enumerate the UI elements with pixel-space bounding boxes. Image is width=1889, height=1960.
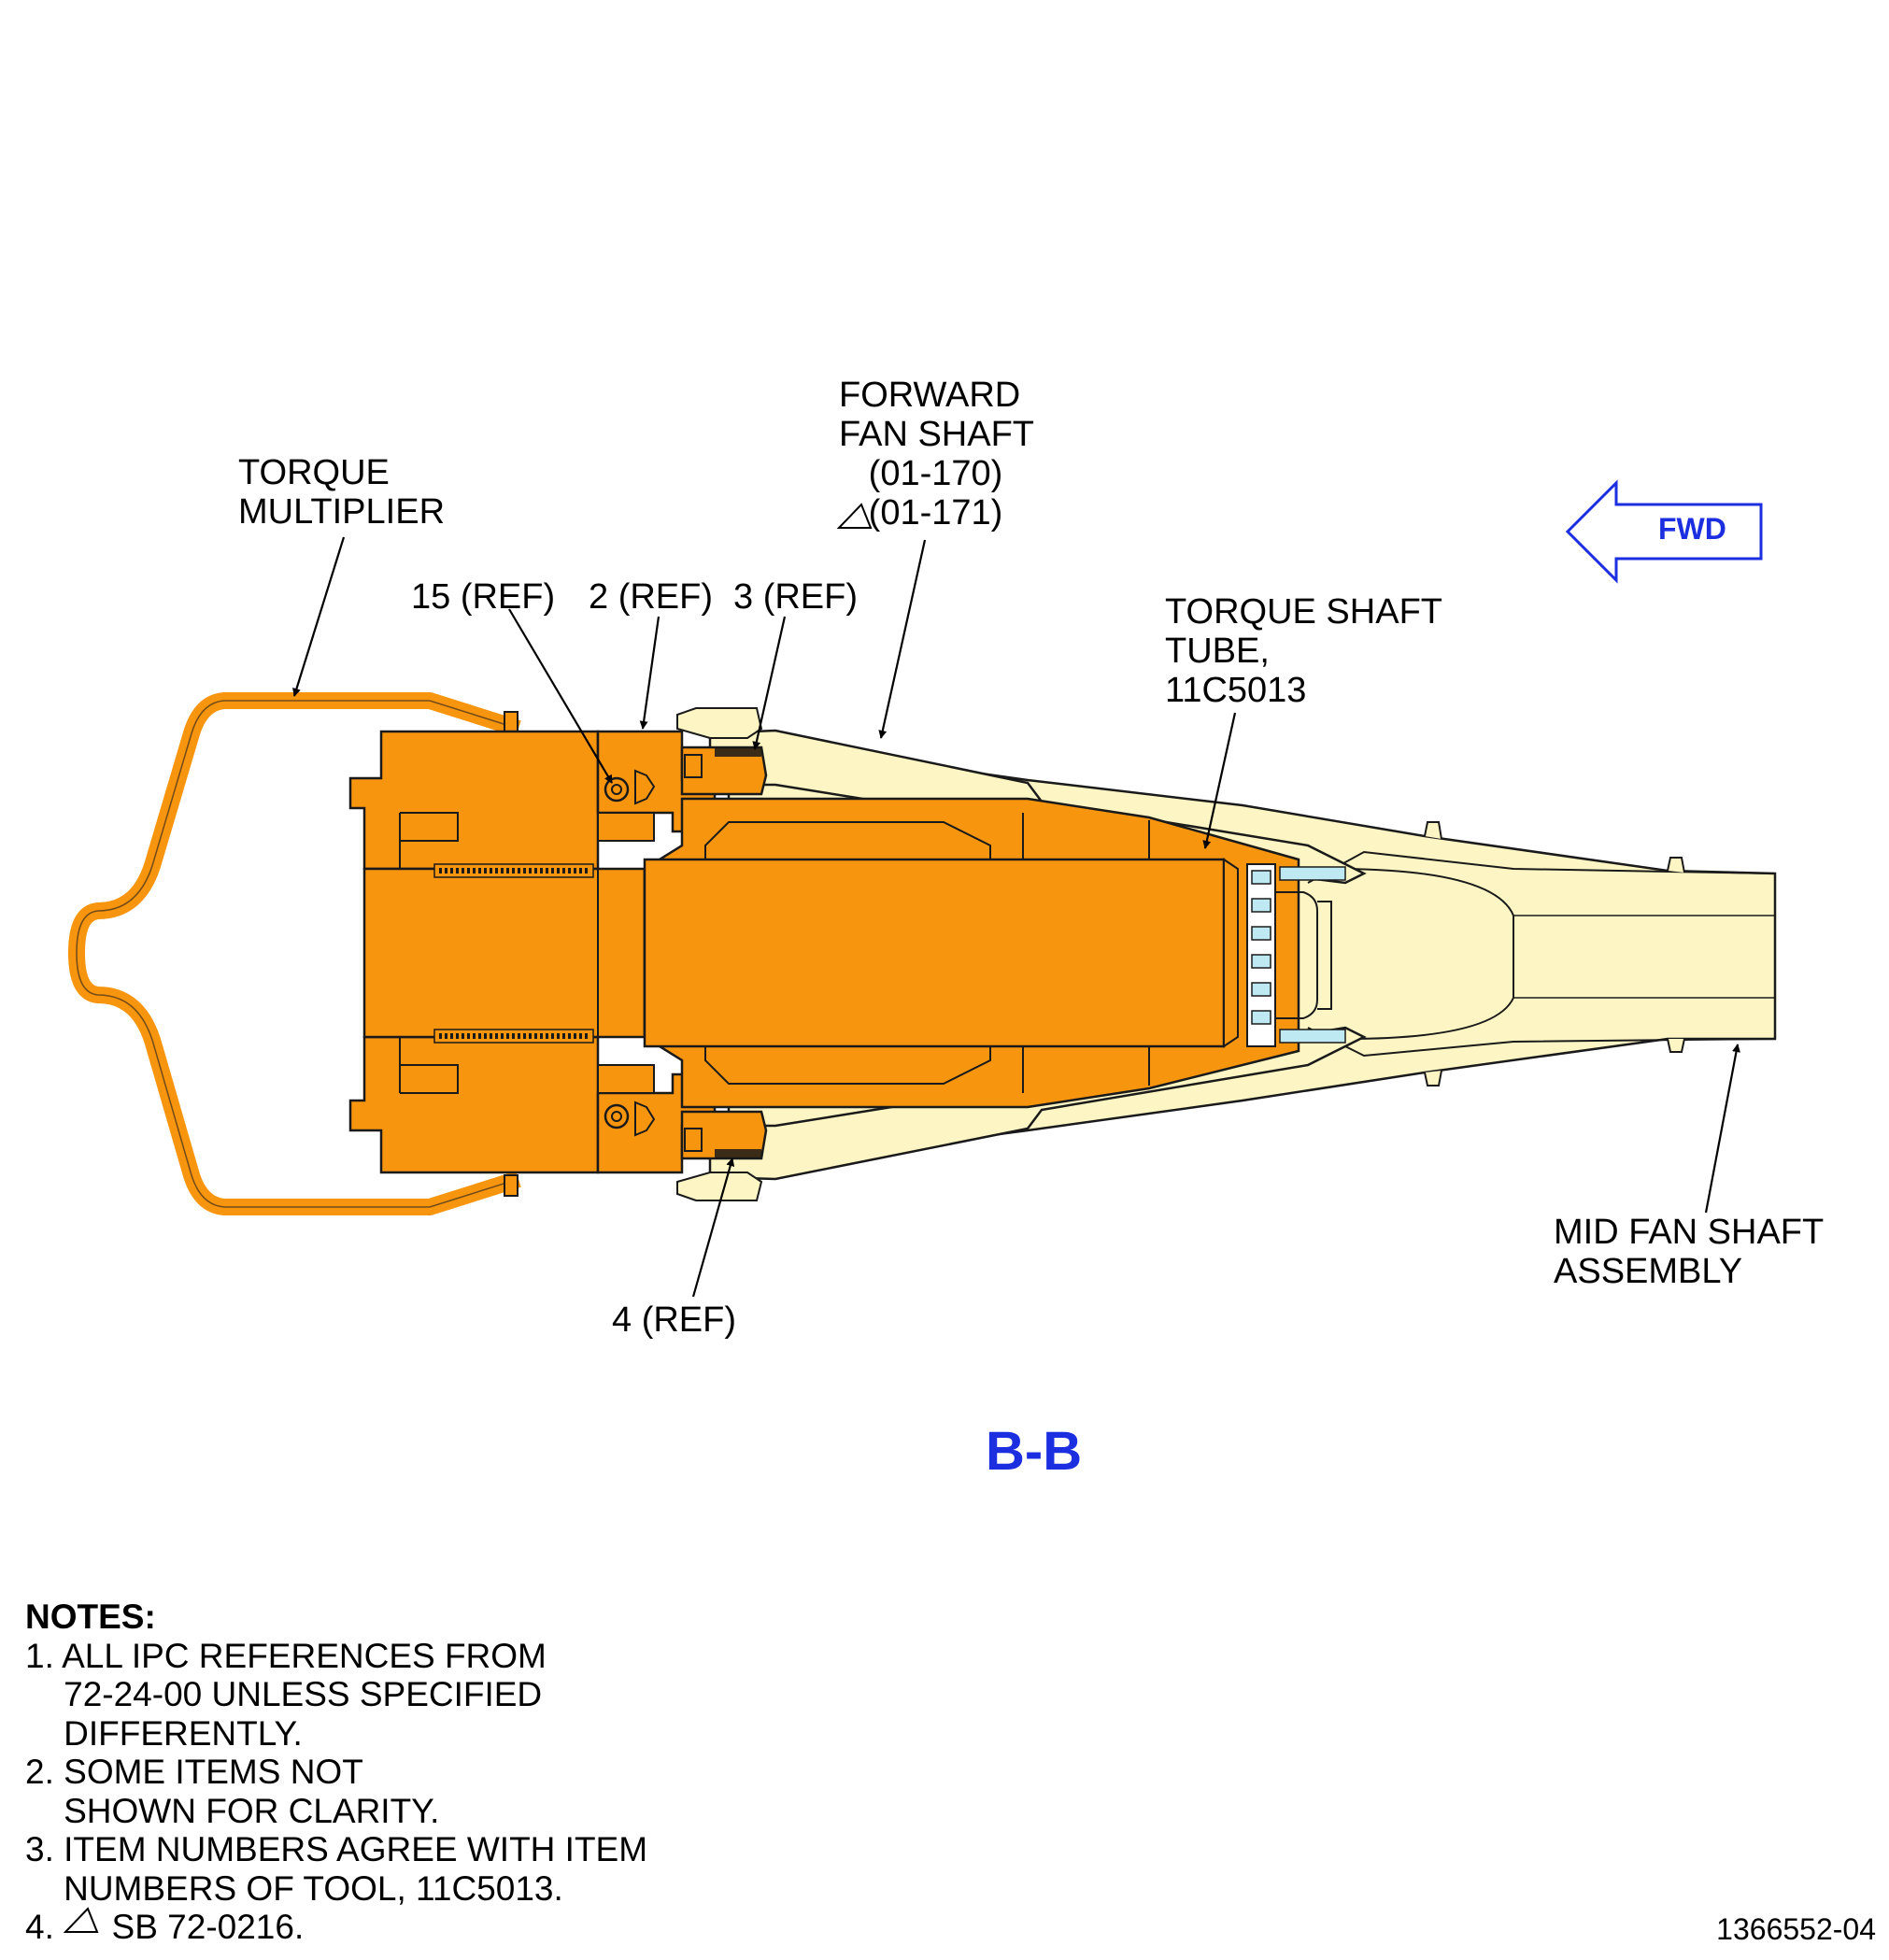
view-label: B-B bbox=[986, 1421, 1083, 1482]
label-item-2: 2 (REF) bbox=[589, 577, 713, 617]
note-line: DIFFERENTLY. bbox=[25, 1713, 303, 1753]
sb-reference-symbol bbox=[63, 503, 873, 1933]
torque-multiplier-frame bbox=[68, 692, 521, 1215]
retainer-items-3-4 bbox=[680, 746, 768, 1160]
torque-shaft-tube bbox=[643, 797, 1300, 1109]
label-item-15: 15 (REF) bbox=[411, 577, 556, 617]
item-15-bolt bbox=[604, 776, 630, 802]
label-mid-fan-shaft: MID FAN SHAFT ASSEMBLY bbox=[1554, 1213, 1825, 1291]
note-line: 4. SB 72-0216. bbox=[25, 1908, 305, 1946]
note-line: 3. ITEM NUMBERS AGREE WITH ITEM bbox=[25, 1830, 648, 1868]
fwd-label: FWD bbox=[1658, 512, 1726, 546]
label-torque-shaft-tube: TORQUE SHAFT TUBE, 11C5013 bbox=[1165, 592, 1442, 710]
note-line: 1. ALL IPC REFERENCES FROM bbox=[25, 1636, 547, 1675]
notes-heading: NOTES: bbox=[25, 1598, 156, 1636]
fwd-direction-arrow bbox=[1565, 479, 1763, 584]
note-line: SHOWN FOR CLARITY. bbox=[25, 1791, 440, 1830]
note-line: 72-24-00 UNLESS SPECIFIED bbox=[25, 1675, 543, 1713]
label-forward-fan-shaft: FORWARD FAN SHAFT (01-170) (01-171) bbox=[839, 376, 1035, 533]
leader-lines bbox=[292, 536, 1740, 1298]
notes-block: NOTES: 1. ALL IPC REFERENCES FROM 72-24-… bbox=[25, 1598, 647, 1947]
figure-number: 1366552-04 bbox=[1716, 1912, 1876, 1946]
spline-coupling bbox=[1246, 863, 1346, 1047]
label-torque-multiplier: TORQUE MULTIPLIER bbox=[238, 453, 446, 532]
note-line: NUMBERS OF TOOL, 11C5013. bbox=[25, 1868, 563, 1908]
note-line: 2. SOME ITEMS NOT bbox=[25, 1753, 363, 1791]
label-item-4: 4 (REF) bbox=[612, 1300, 736, 1340]
label-item-3: 3 (REF) bbox=[733, 577, 858, 617]
